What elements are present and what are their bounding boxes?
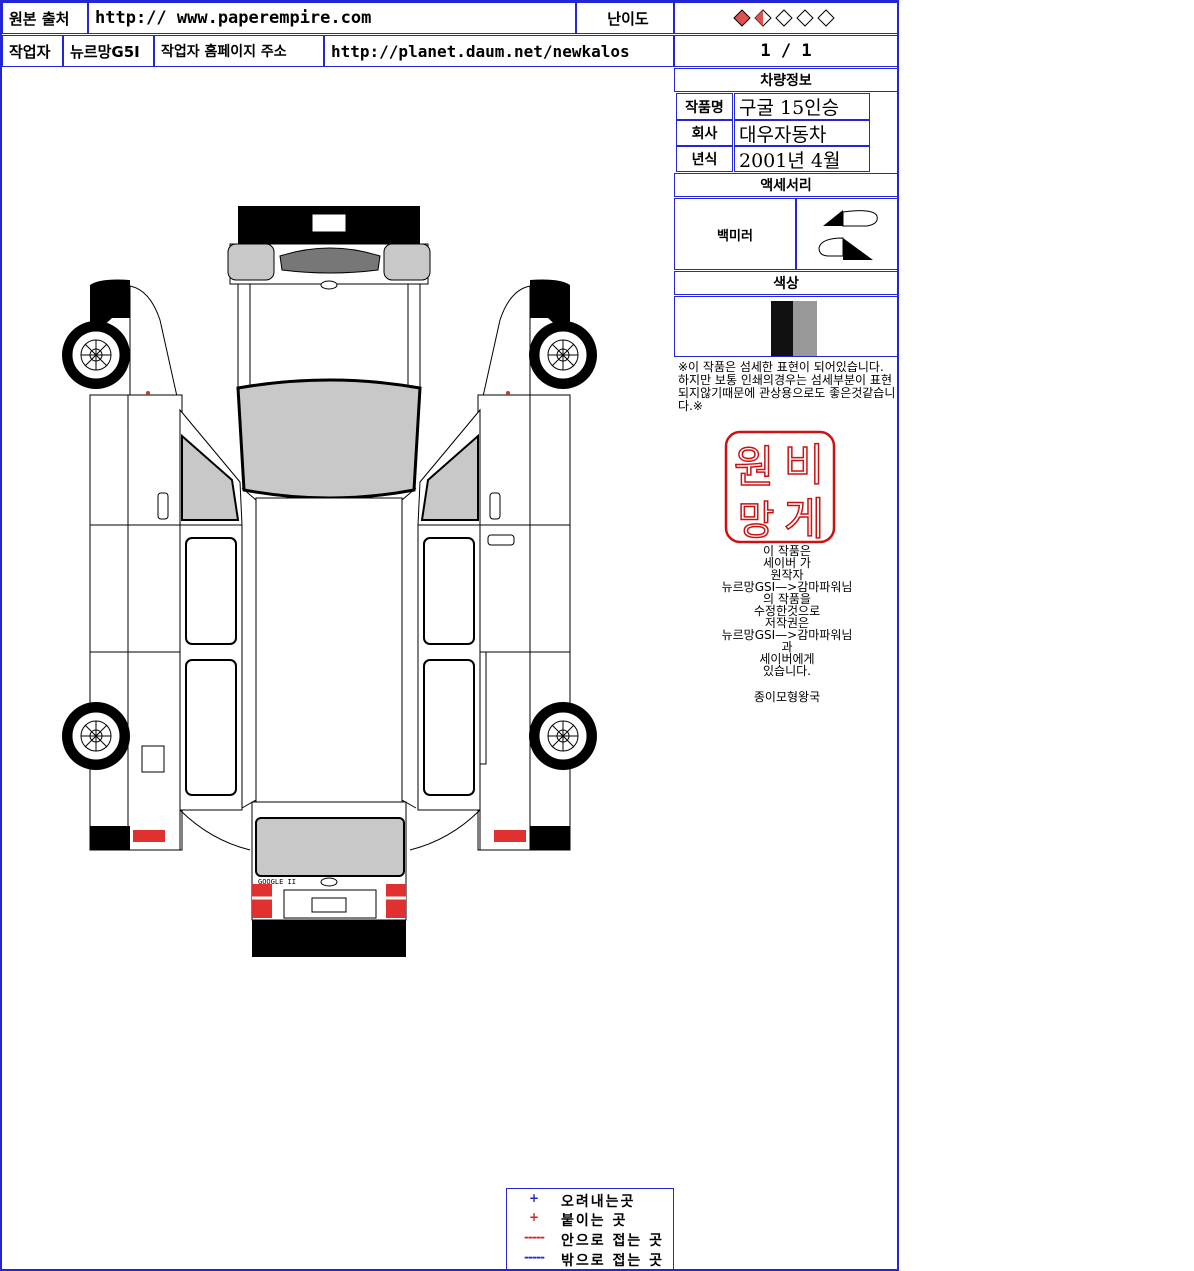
mirror-part-drawing bbox=[818, 210, 878, 260]
left-rear-lamp bbox=[133, 830, 165, 842]
author-name: 뉴르망G5I bbox=[63, 35, 154, 67]
info-value-year: 2001년 4월 bbox=[734, 146, 870, 172]
difficulty-diamond-half bbox=[755, 10, 763, 26]
credit-line: 뉴르망GSI—>감마파워님 bbox=[721, 628, 853, 642]
credit-line: 있습니다. bbox=[763, 664, 811, 678]
front-panel bbox=[227, 206, 431, 389]
legend-row-mountain-fold: ----- 밖으로 접는 곳 bbox=[507, 1249, 675, 1269]
credit-line: 세이버 가 bbox=[763, 556, 811, 570]
credit-line: 원작자 bbox=[770, 568, 804, 582]
legend-symbol: ----- bbox=[524, 1250, 545, 1264]
page-number: 1 / 1 bbox=[674, 35, 898, 67]
rear-panel: GOOGLE II bbox=[251, 801, 407, 957]
credit-footer: 종이모형왕국 bbox=[753, 690, 821, 704]
legend-text: 밖으로 접는 곳 bbox=[561, 1253, 665, 1269]
paper-model-sheet: GOOGLE II bbox=[61, 206, 598, 957]
legend-row-glue: + 붙이는 곳 bbox=[507, 1209, 675, 1229]
author-label: 작업자 bbox=[2, 35, 63, 67]
accessory-mirror-label: 백미러 bbox=[674, 198, 796, 270]
difficulty-diamonds bbox=[733, 9, 835, 27]
legend-text: 오려내는곳 bbox=[561, 1194, 636, 1210]
credit-line: 수정한것으로 bbox=[753, 604, 821, 618]
legend-row-cut: + 오려내는곳 bbox=[507, 1190, 675, 1210]
legend-text: 안으로 접는 곳 bbox=[561, 1233, 665, 1249]
legend-row-valley-fold: ----- 안으로 접는 곳 bbox=[507, 1229, 675, 1249]
left-marker-light bbox=[146, 391, 150, 395]
mirror-parts bbox=[796, 198, 898, 270]
legend-symbol: ----- bbox=[524, 1230, 545, 1244]
wheel-front-right bbox=[528, 320, 598, 390]
right-side-panel bbox=[409, 285, 571, 851]
homepage-url[interactable]: http://planet.daum.net/newkalos bbox=[324, 35, 674, 67]
info-label-year: 년식 bbox=[676, 146, 733, 172]
stamp-glyph: 비 bbox=[784, 440, 824, 491]
homepage-label: 작업자 홈페이지 주소 bbox=[154, 35, 324, 67]
difficulty-diamond bbox=[796, 9, 814, 27]
credit-block: 이 작품은 세이버 가 원작자 뉴르망GSI—>감마파워님 의 작품을 수정한것… bbox=[676, 545, 898, 703]
info-value-name: 구굴 15인승 bbox=[734, 93, 870, 120]
credit-line: 뉴르망GSI—>감마파워님 bbox=[721, 580, 853, 594]
swatch-gray bbox=[793, 301, 817, 356]
left-rear-bumper bbox=[90, 826, 130, 850]
difficulty-rating bbox=[674, 2, 898, 34]
right-rear-bumper bbox=[530, 826, 570, 850]
right-rear-lamp bbox=[494, 830, 526, 842]
wheel-rear-left bbox=[61, 701, 131, 771]
stamp-glyph: 원 bbox=[734, 442, 774, 493]
sheet-border bbox=[0, 0, 899, 1271]
stamp-glyph: 게 bbox=[784, 494, 824, 544]
credit-line: 과 bbox=[781, 640, 793, 654]
credit-line: 저작권은 bbox=[764, 616, 810, 630]
wheel-front-left bbox=[61, 320, 131, 390]
roof-panel bbox=[236, 378, 422, 809]
left-front-fender bbox=[90, 279, 130, 330]
source-label: 원본 출처 bbox=[2, 2, 88, 34]
color-swatches bbox=[674, 296, 898, 357]
stamp-glyph: 망 bbox=[738, 498, 775, 544]
legend-text: 붙이는 곳 bbox=[561, 1213, 628, 1229]
vehicle-info-title: 차량정보 bbox=[674, 68, 898, 92]
right-marker-light bbox=[506, 391, 510, 395]
swatch-black bbox=[771, 301, 793, 356]
credit-line: 의 작품을 bbox=[763, 592, 811, 606]
color-title: 색상 bbox=[674, 271, 898, 295]
info-label-company: 회사 bbox=[676, 120, 733, 146]
difficulty-label: 난이도 bbox=[576, 2, 674, 34]
info-label-name: 작품명 bbox=[676, 93, 733, 120]
difficulty-diamond bbox=[775, 9, 793, 27]
left-side-panel bbox=[89, 285, 251, 851]
print-note: ※이 작품은 섬세한 표현이 되어있습니다. 하지만 보통 인쇄의경우는 섬세부… bbox=[678, 360, 896, 413]
author-seal-stamp: 원 비 망 게 bbox=[724, 430, 836, 544]
legend-box: + 오려내는곳 + 붙이는 곳 ----- 안으로 접는 곳 ----- 밖으로… bbox=[506, 1188, 674, 1270]
legend-symbol: + bbox=[528, 1210, 540, 1224]
source-url[interactable]: http:// www.paperempire.com bbox=[88, 2, 576, 34]
legend-symbol: + bbox=[528, 1191, 540, 1205]
info-value-company: 대우자동차 bbox=[734, 120, 870, 146]
wheel-rear-right bbox=[528, 701, 598, 771]
difficulty-diamond bbox=[817, 9, 835, 27]
rear-logo: GOOGLE II bbox=[258, 878, 296, 886]
difficulty-diamond bbox=[733, 9, 751, 27]
accessories-title: 액세서리 bbox=[674, 173, 898, 197]
credit-line: 이 작품은 bbox=[763, 544, 811, 558]
credit-line: 세이버에게 bbox=[759, 652, 815, 666]
right-front-fender bbox=[530, 279, 570, 330]
